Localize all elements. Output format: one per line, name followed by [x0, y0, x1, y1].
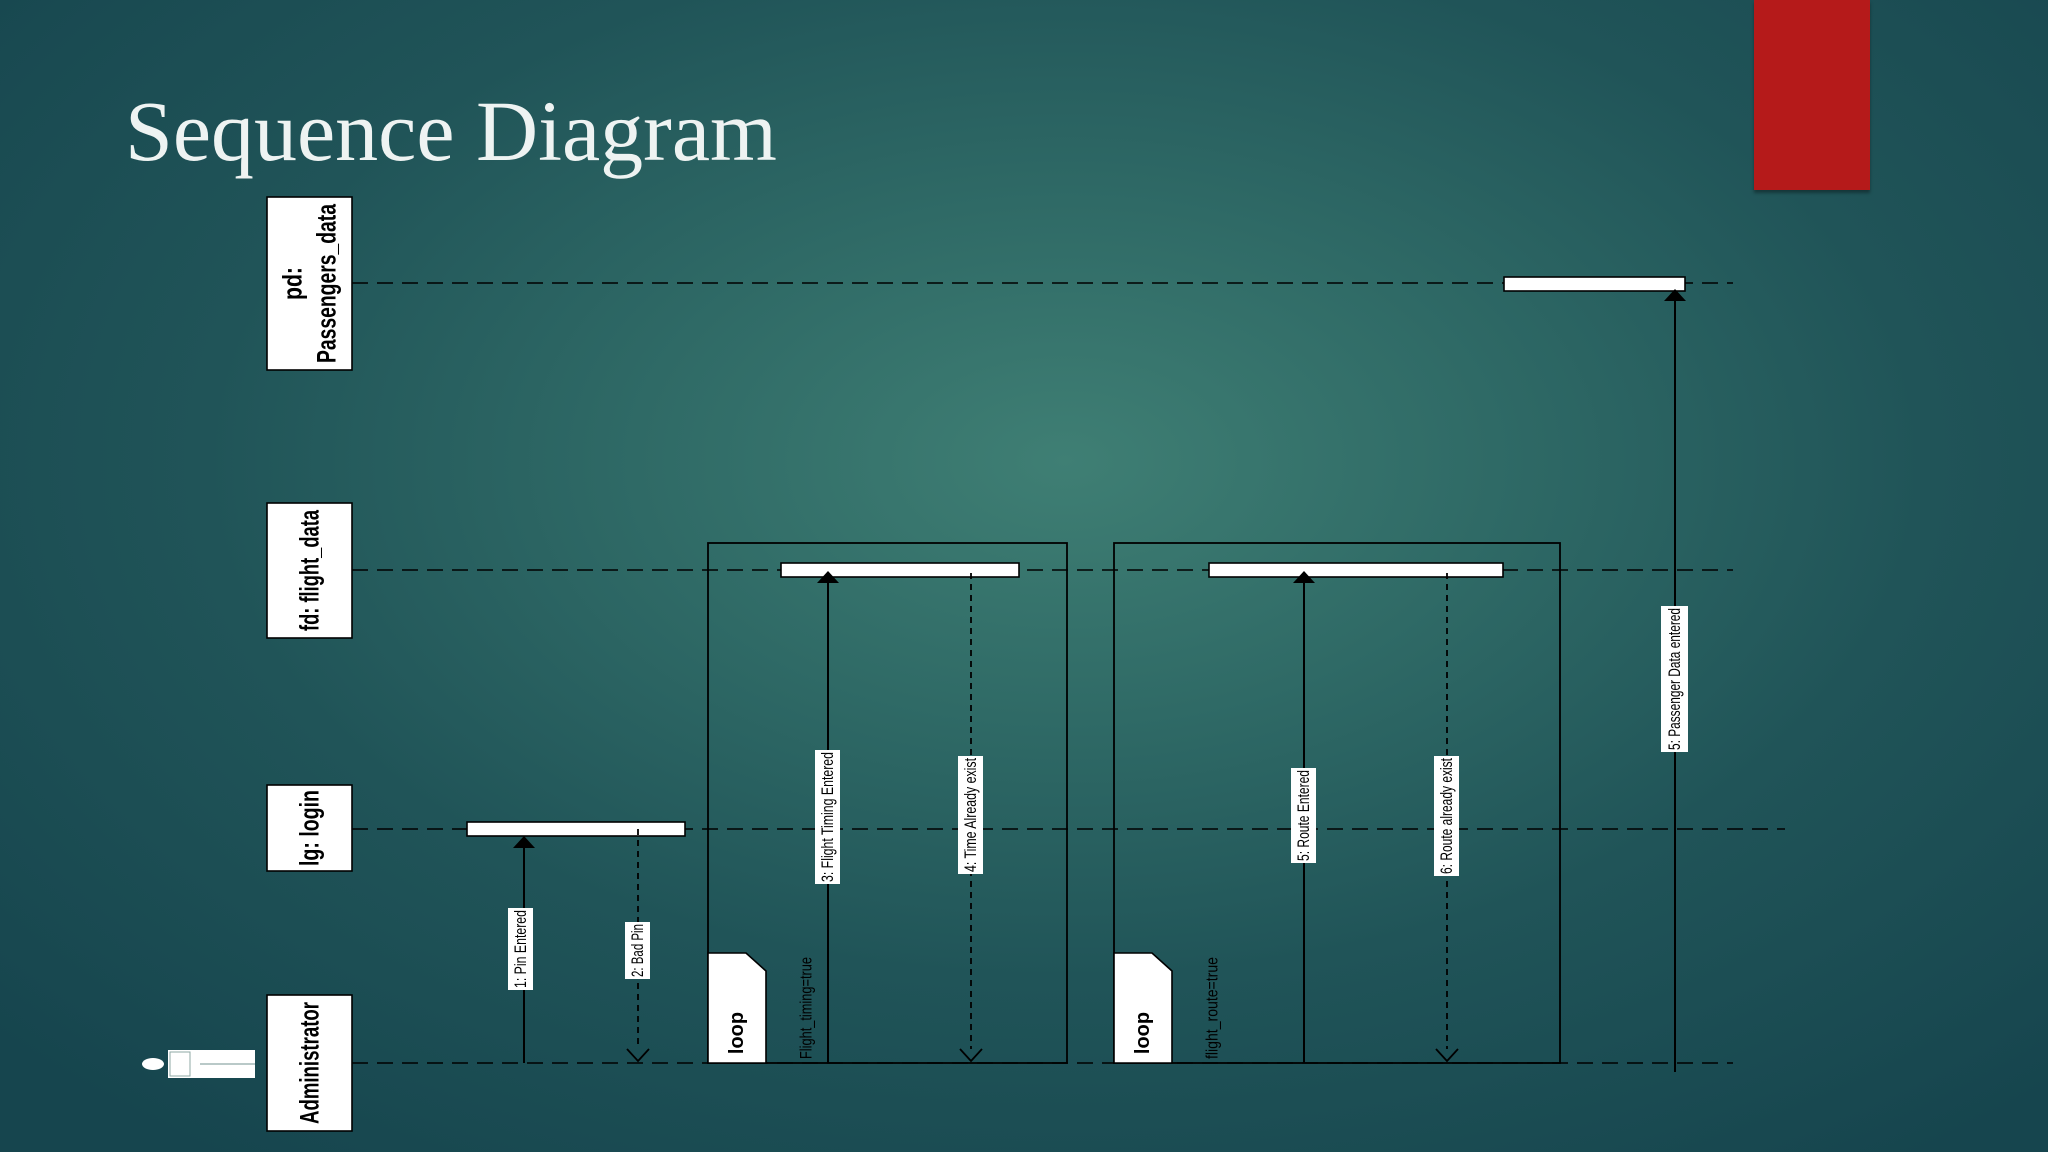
fragment-operator-tab	[1113, 952, 1173, 1064]
lifeline-label: Passengers_data	[312, 203, 342, 363]
lifeline-label: Administrator	[295, 1002, 325, 1124]
message-label: 6: Route already exist	[1437, 758, 1456, 874]
filled-arrowhead	[1664, 289, 1686, 301]
fragment-operator: loop	[1132, 1012, 1154, 1054]
message-4: 4: Time Already exist	[958, 573, 983, 1063]
message-label-bg	[1434, 756, 1459, 876]
lifeline-pd: pd:Passengers_data	[266, 196, 1733, 371]
lifeline-head-box	[266, 196, 353, 371]
lifeline-label: fd: flight_data	[295, 509, 325, 631]
message-label-bg	[508, 908, 533, 990]
actor-head	[142, 1058, 164, 1070]
message-7: 5: Passenger Data entered	[1661, 289, 1688, 1072]
fragment-frame	[707, 542, 1068, 1064]
message-label-bg	[958, 756, 983, 874]
lifeline-head-box	[266, 994, 353, 1132]
message-label: 2: Bad Pin	[628, 924, 647, 977]
lifeline-admin: Administrator	[266, 994, 1733, 1132]
filled-arrowhead	[817, 571, 839, 583]
open-arrowhead	[959, 1048, 983, 1063]
message-6: 6: Route already exist	[1434, 573, 1459, 1063]
message-label-bg	[815, 750, 840, 884]
fragment-frame	[1113, 542, 1561, 1064]
message-1: 1: Pin Entered	[508, 836, 535, 1063]
loop-fragment: loop flight_route=true	[1113, 542, 1561, 1064]
message-label: 5: Route Entered	[1294, 770, 1313, 861]
activation-bar	[1503, 276, 1686, 292]
actor-torso	[169, 1051, 191, 1077]
activation-bar	[780, 562, 1020, 578]
message-3: 3: Flight Timing Entered	[815, 571, 840, 1063]
open-arrowhead	[1435, 1048, 1459, 1063]
activation-bar	[1208, 562, 1504, 578]
loop-fragment: loop Flight_timing=true	[707, 542, 1068, 1064]
open-arrowhead	[626, 1048, 650, 1063]
message-2: 2: Bad Pin	[625, 829, 650, 1063]
filled-arrowhead	[513, 836, 535, 848]
slide-title: Sequence Diagram	[125, 83, 777, 179]
activation-bar	[466, 821, 686, 837]
message-label-bg	[1661, 606, 1688, 752]
lifeline-head-box	[266, 502, 353, 639]
message-label-bg	[1291, 768, 1316, 863]
message-label-bg	[625, 922, 650, 979]
actor-icon	[142, 1050, 255, 1078]
message-label: 4: Time Already exist	[961, 758, 980, 872]
lifeline-label: pd:	[278, 267, 308, 300]
accent-bar	[1754, 0, 1870, 190]
lifeline-head-box	[266, 784, 353, 872]
message-label: 1: Pin Entered	[511, 910, 530, 988]
fragment-operator-tab	[707, 952, 767, 1064]
lifeline-label: lg: login	[295, 790, 325, 866]
filled-arrowhead	[1293, 571, 1315, 583]
fragment-operator: loop	[726, 1012, 748, 1054]
fragment-guard: Flight_timing=true	[797, 957, 816, 1059]
fragment-guard: flight_route=true	[1203, 957, 1222, 1059]
message-label: 3: Flight Timing Entered	[818, 752, 837, 882]
message-label: 5: Passenger Data entered	[1665, 608, 1684, 750]
message-5: 5: Route Entered	[1291, 571, 1316, 1063]
